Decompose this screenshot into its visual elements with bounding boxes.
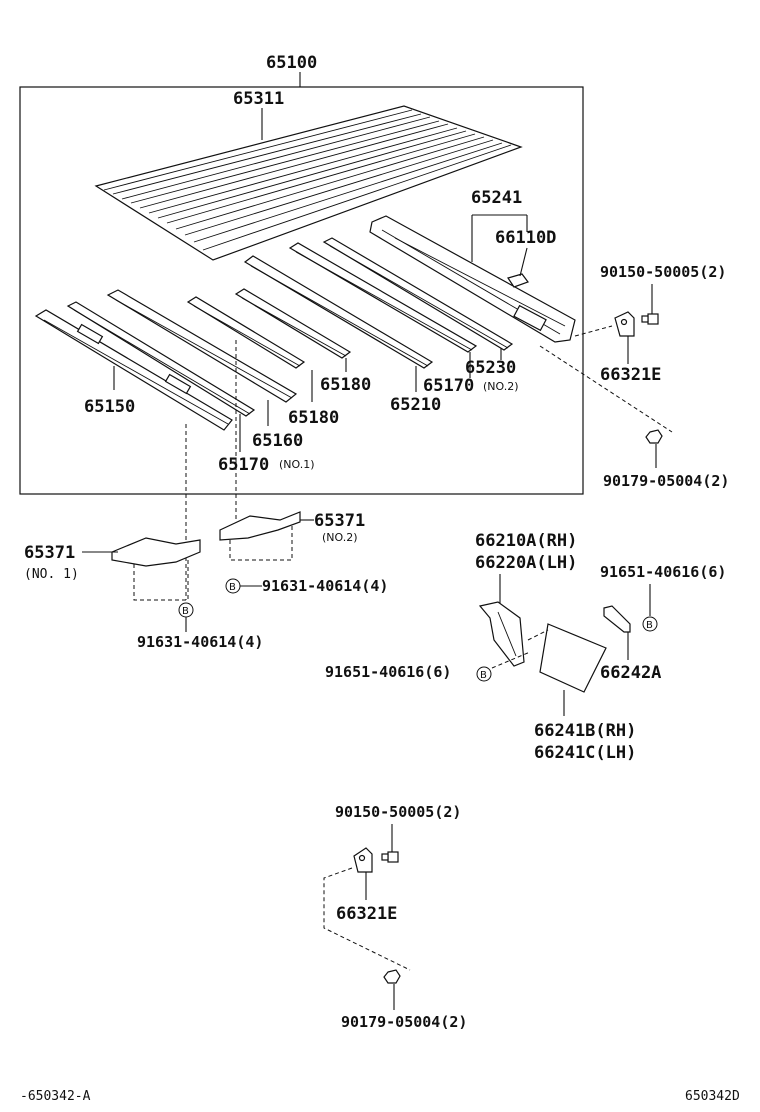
bracket-66210a <box>478 601 525 667</box>
b-marker-no1: B <box>178 602 194 618</box>
label-66110d: 66110D <box>495 228 556 248</box>
bolt-top-icon <box>641 313 659 325</box>
svg-text:B: B <box>646 620 653 631</box>
label-mudflap-rh: 66241B(RH) <box>534 721 636 741</box>
assembly-frame <box>19 86 584 495</box>
label-screw-left: 91651-40616(6) <box>325 663 451 681</box>
label-bracket-66242a: 66242A <box>600 663 661 683</box>
bolt-bottom-icon <box>381 851 399 863</box>
label-bolt-no2: 91631-40614(4) <box>262 577 388 595</box>
label-65160: 65160 <box>252 431 303 451</box>
label-65180-b: 65180 <box>288 408 339 428</box>
b-marker-left: B <box>476 666 492 682</box>
label-mudflap-lh: 66241C(LH) <box>534 743 636 763</box>
nut-bottom-icon <box>383 969 401 984</box>
label-nut-bottom: 90179-05004(2) <box>341 1013 467 1031</box>
label-65100: 65100 <box>266 53 317 73</box>
label-65180-a: 65180 <box>320 375 371 395</box>
label-bolt-bottom: 90150-50005(2) <box>335 803 461 821</box>
ref-code-left: -650342-A <box>20 1089 91 1104</box>
label-65230: 65230 <box>465 358 516 378</box>
b-marker-no2: B <box>225 578 241 594</box>
member-65180-b <box>186 296 306 369</box>
label-bolt-no1: 91631-40614(4) <box>137 633 263 651</box>
label-plate-no1-sub: (NO. 1) <box>24 567 79 582</box>
label-bracket-lh: 66220A(LH) <box>475 553 577 573</box>
svg-text:B: B <box>182 606 189 617</box>
label-bolt-top: 90150-50005(2) <box>600 263 726 281</box>
label-plate-no2-sub: (NO.2) <box>322 531 358 544</box>
member-65150 <box>34 309 233 431</box>
member-65230 <box>322 237 514 351</box>
member-65210 <box>243 255 434 369</box>
label-65150: 65150 <box>84 397 135 417</box>
bracket-66110d <box>507 273 529 288</box>
label-no1: (NO.1) <box>279 458 315 471</box>
label-65241: 65241 <box>471 188 522 208</box>
floor-panel <box>94 105 523 261</box>
ref-code-right: 650342D <box>685 1089 740 1104</box>
bracket-66242a <box>603 605 631 633</box>
label-no2: (NO.2) <box>483 380 519 393</box>
label-nut-top: 90179-05004(2) <box>603 472 729 490</box>
member-65180-a <box>234 288 352 359</box>
b-marker-right: B <box>642 616 658 632</box>
side-sill <box>369 215 576 343</box>
member-65170-no1 <box>66 301 256 417</box>
member-65170-no2 <box>288 242 478 353</box>
plate-no2 <box>219 511 301 561</box>
plate-no1 <box>111 537 201 601</box>
label-65170-no1: 65170 <box>218 455 269 475</box>
label-65311: 65311 <box>233 89 284 109</box>
label-bracket-rh: 66210A(RH) <box>475 531 577 551</box>
nut-top-icon <box>645 429 663 444</box>
mudflap <box>539 623 607 693</box>
svg-text:B: B <box>229 582 236 593</box>
svg-text:B: B <box>480 670 487 681</box>
label-plate-no1: 65371 <box>24 543 75 563</box>
label-hinge-top: 66321E <box>600 365 661 385</box>
label-plate-no2: 65371 <box>314 511 365 531</box>
label-65170-no2: 65170 <box>423 376 474 396</box>
label-hinge-bottom: 66321E <box>336 904 397 924</box>
label-65210: 65210 <box>390 395 441 415</box>
label-screw-right: 91651-40616(6) <box>600 563 726 581</box>
